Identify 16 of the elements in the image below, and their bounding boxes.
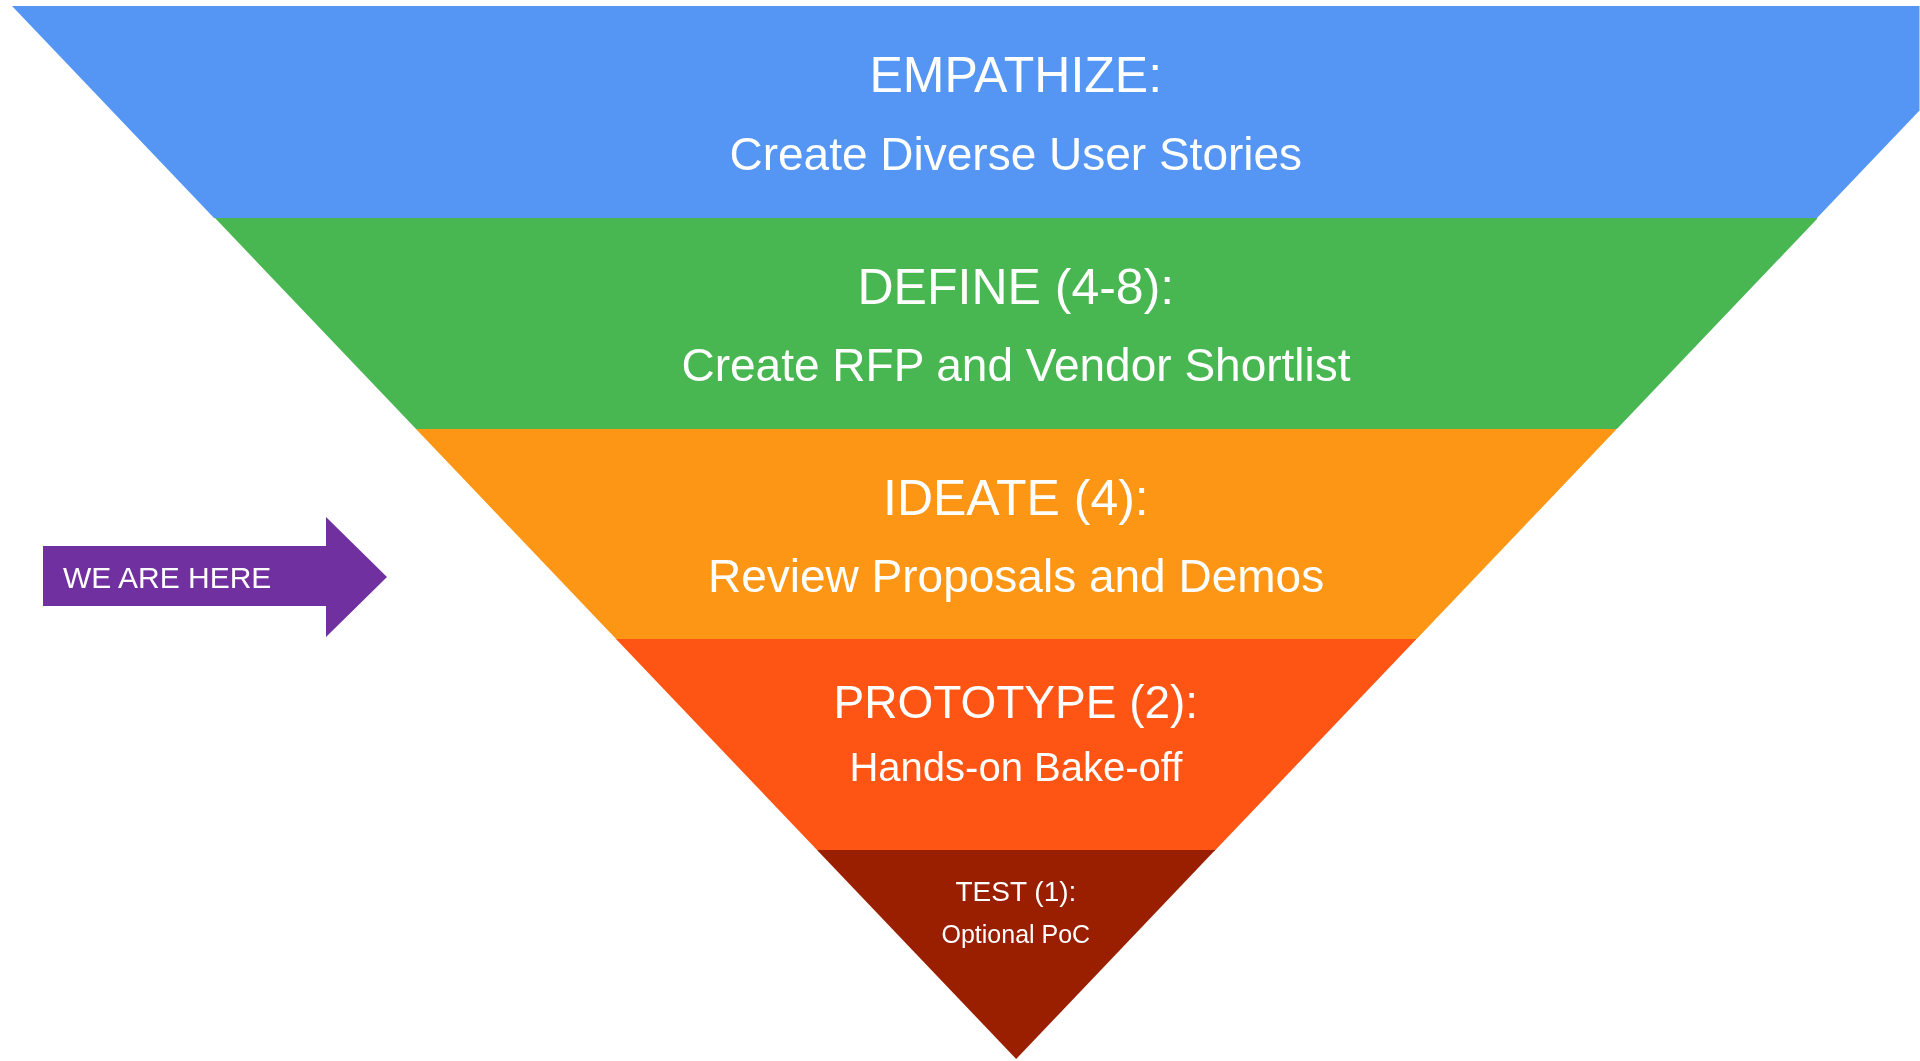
band-description: Optional PoC: [941, 921, 1091, 949]
funnel-band: [615, 639, 1417, 850]
band-description: Create RFP and Vendor Shortlist: [681, 340, 1351, 391]
funnel-band: [214, 218, 1818, 429]
callout-label: WE ARE HERE: [63, 560, 272, 594]
band-heading: TEST (1):: [955, 877, 1077, 908]
band-description: Hands-on Bake-off: [849, 744, 1183, 789]
funnel-band: [12, 6, 1920, 218]
band-heading: IDEATE (4):: [883, 471, 1149, 526]
arrow-callout: [43, 517, 387, 637]
band-description: Create Diverse User Stories: [729, 128, 1303, 180]
funnel-band: [415, 429, 1617, 639]
band-heading: EMPATHIZE:: [869, 48, 1163, 104]
band-description: Review Proposals and Demos: [708, 550, 1325, 602]
band-heading: DEFINE (4-8):: [857, 260, 1175, 316]
band-heading: PROTOTYPE (2):: [833, 676, 1199, 728]
